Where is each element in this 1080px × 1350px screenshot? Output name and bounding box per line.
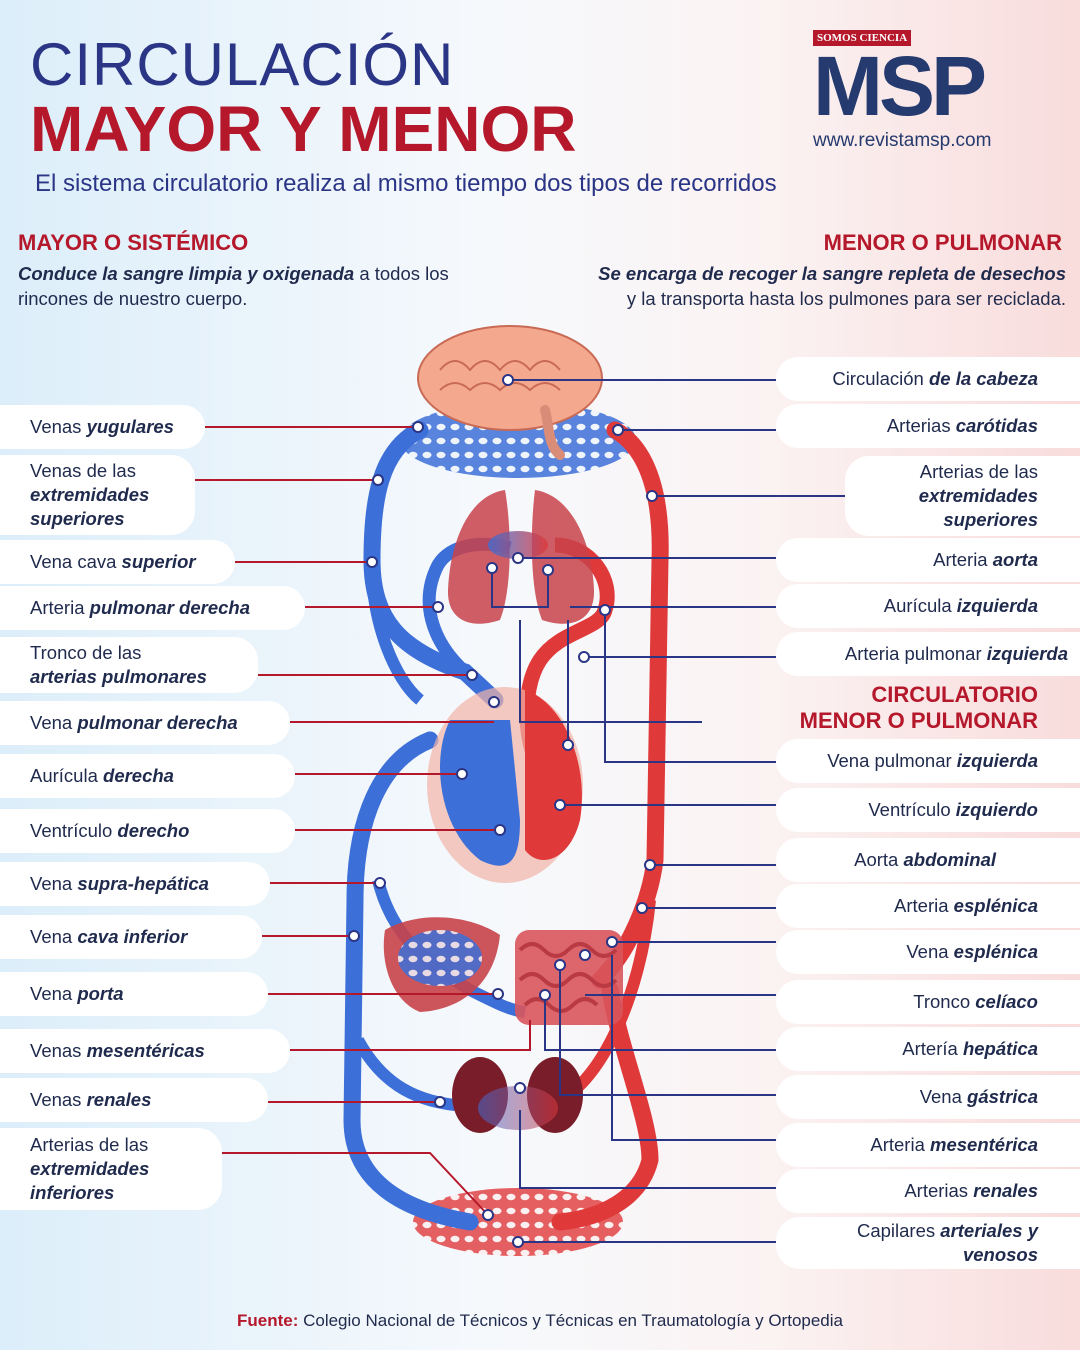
label-arteria-hepatica: Artería hepática	[776, 1027, 1080, 1071]
vena-cava-inferior	[343, 731, 479, 1231]
node-markers	[348, 374, 658, 1248]
label-ventriculo-izquierdo: Ventrículo izquierdo	[776, 788, 1080, 832]
label-venas-renales: Venas renales	[0, 1078, 268, 1122]
label-arteria-pulmonar-izquierda: Arteria pulmonar izquierda	[776, 632, 1080, 676]
label-ventriculo-derecho: Ventrículo derecho	[0, 809, 295, 853]
lung-left	[531, 490, 595, 624]
logo: SOMOS CIENCIA MSP www.revistamsp.com	[813, 28, 1038, 152]
label-vena-pulmonar-derecha: Vena pulmonar derecha	[0, 701, 290, 745]
label-venas-extremidades-superiores: Venas de las extremidades superiores	[0, 455, 195, 535]
label-auricula-derecha: Aurícula derecha	[0, 754, 295, 798]
label-arteria-aorta: Arteria aorta	[776, 538, 1080, 582]
label-vena-gastrica: Vena gástrica	[776, 1075, 1080, 1119]
label-vena-cava-inferior: Vena cava inferior	[0, 915, 262, 959]
source-note: Fuente: Colegio Nacional de Técnicos y T…	[236, 1311, 843, 1330]
label-tronco-celiaco: Tronco celíaco	[776, 980, 1080, 1024]
label-venas-yugulares: Venas yugulares	[0, 405, 205, 449]
label-venas-mesentericas: Venas mesentéricas	[0, 1029, 290, 1073]
label-arterias-carotidas: Arterias carótidas	[776, 404, 1080, 448]
lower-capillaries	[413, 1188, 623, 1256]
arterias-inferiores	[551, 981, 659, 1231]
ventriculo-izquierdo	[525, 690, 582, 860]
title-line1: CIRCULACIÓN	[30, 31, 455, 98]
logo-main: MSP	[813, 39, 987, 133]
mayor-desc: Conduce la sangre limpia y oxigenada a t…	[18, 263, 449, 309]
label-auricula-izquierda: Aurícula izquierda	[776, 584, 1080, 628]
label-capilares: Capilares arteriales y venosos	[776, 1217, 1080, 1269]
aorta-descendente	[591, 421, 669, 989]
left-leader-lines	[195, 426, 531, 1216]
label-arteria-mesenterica: Arteria mesentérica	[776, 1123, 1080, 1167]
logo-tagline: SOMOS CIENCIA	[813, 30, 912, 46]
label-tronco-arterias-pulmonares: Tronco de las arterias pulmonares	[0, 637, 258, 693]
label-circulacion-cabeza: Circulación de la cabeza	[776, 357, 1080, 401]
subtitle: El sistema circulatorio realiza al mismo…	[35, 170, 777, 197]
label-vena-esplenica: Vena esplénica	[776, 930, 1080, 974]
label-arteria-esplenica: Arteria esplénica	[776, 884, 1080, 928]
label-vena-supra-hepatica: Vena supra-hepática	[0, 862, 270, 906]
label-arterias-extremidades-superiores: Arterias de las extremidades superiores	[845, 456, 1080, 536]
label-vena-pulmonar-izquierda: Vena pulmonar izquierda	[776, 739, 1080, 783]
label-vena-cava-superior: Vena cava superior	[0, 540, 235, 584]
menor-desc: Se encarga de recoger la sangre repleta …	[598, 263, 1066, 309]
label-vena-porta: Vena porta	[0, 972, 268, 1016]
label-arteria-pulmonar-derecha: Arteria pulmonar derecha	[0, 586, 305, 630]
lung-right	[447, 490, 510, 624]
mayor-heading: MAYOR O SISTÉMICO	[18, 230, 249, 255]
label-arterias-renales: Arterias renales	[776, 1169, 1080, 1213]
label-aorta-abdominal: Aorta abdominal	[776, 838, 1080, 882]
label-arterias-extremidades-inferiores: Arterias de las extremidades inferiores	[0, 1128, 222, 1210]
title-line2: MAYOR Y MENOR	[30, 93, 577, 165]
logo-url: www.revistamsp.com	[813, 130, 992, 151]
menor-heading: MENOR O PULMONAR	[823, 230, 1062, 255]
